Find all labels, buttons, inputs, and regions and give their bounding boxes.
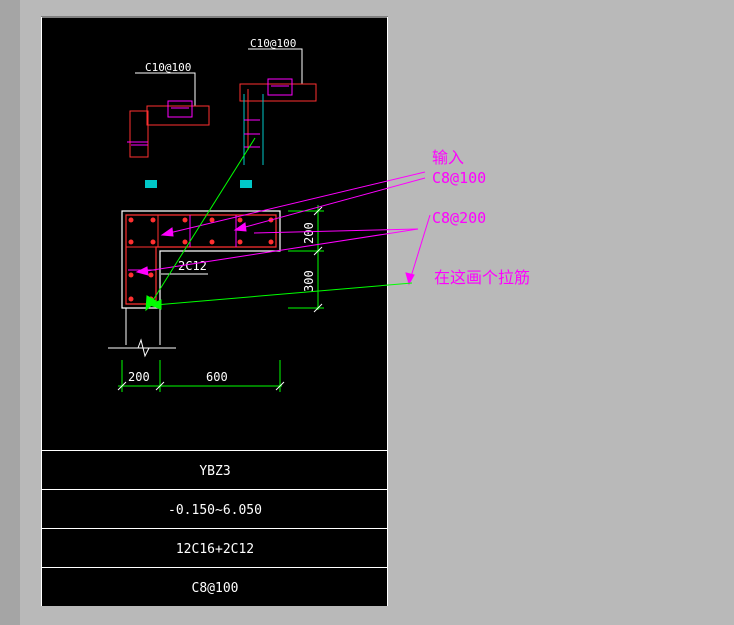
schedule-row-stirrups: C8@100 (192, 581, 239, 596)
left-panel-edge (0, 0, 20, 625)
annotation-tie-note: 在这画个拉筋 (434, 268, 530, 287)
annotation-c8-200: C8@200 (432, 209, 486, 227)
dim-200-horizontal: 200 (128, 370, 150, 384)
column-section (108, 210, 281, 358)
detail-right-label: C10@100 (250, 37, 296, 50)
schedule-row-elevation: -0.150~6.050 (168, 503, 262, 518)
detail-captions (145, 180, 252, 188)
schedule-row-main-bars: 12C16+2C12 (176, 542, 254, 557)
drawing-sheet (41, 16, 388, 606)
annotation-arrows (135, 171, 431, 286)
dim-300-vertical: 300 (302, 270, 316, 292)
dimension-ticks (117, 206, 323, 391)
dim-200-vertical: 200 (302, 222, 316, 244)
detail-left-label: C10@100 (145, 61, 191, 74)
dim-600-horizontal: 600 (206, 370, 228, 384)
tie-detail-left (127, 72, 210, 158)
dimension-lines (118, 205, 324, 392)
tie-detail-right (239, 48, 317, 165)
leader-arrows (145, 137, 413, 312)
schedule-row-name: YBZ3 (199, 464, 230, 479)
annotation-input: 输入 (432, 148, 464, 167)
annotation-c8-100: C8@100 (432, 169, 486, 187)
schedule-table (41, 450, 388, 568)
corner-bar-label: 2C12 (178, 259, 207, 273)
